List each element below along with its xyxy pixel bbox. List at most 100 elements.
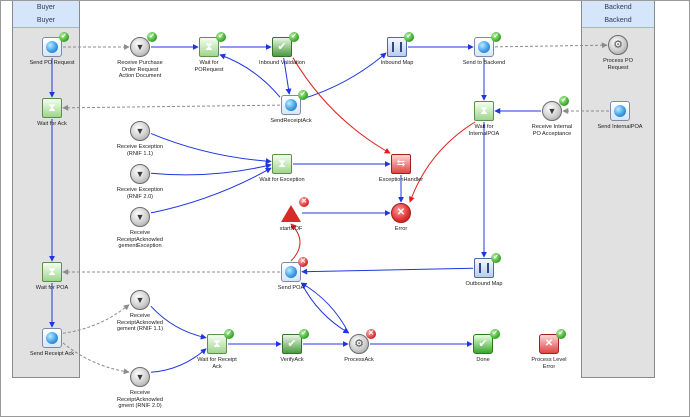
node-wait-for-poa[interactable]: Wait for POA <box>11 262 93 292</box>
map-icon <box>387 32 414 57</box>
node-label: Process Level Error <box>531 357 567 370</box>
status-ok-icon <box>147 32 157 42</box>
node-inbound-map[interactable]: Inbound Map <box>356 32 438 67</box>
status-error-icon <box>366 329 376 339</box>
node-label: Receive ReceiptAcknowled gment (RNIF 2.0… <box>116 390 164 409</box>
send-icon <box>42 328 62 348</box>
receive-icon <box>130 32 157 57</box>
send-icon <box>610 101 630 121</box>
status-ok-icon <box>216 32 226 42</box>
node-wait-for-exception[interactable]: Wait for Exception <box>241 154 323 184</box>
node-exception-handler[interactable]: ExceptionHandler <box>360 154 442 184</box>
status-ok-icon <box>299 329 309 339</box>
connector-receive_receipt_ack_20-to-wait_for_receipt_ack <box>150 348 207 373</box>
warning-icon <box>281 197 309 223</box>
node-receive-receipt-ack-exception[interactable]: Receive ReceiptAcknowled gementException <box>99 207 181 250</box>
node-label: Send InternalPOA <box>597 124 643 130</box>
node-error[interactable]: Error <box>360 203 442 233</box>
node-send-receipt-ack-mid[interactable]: SendReceiptAck <box>250 90 332 125</box>
node-send-poa[interactable]: Send POA <box>250 257 332 292</box>
node-label: Inbound Validation <box>259 60 305 66</box>
node-label: Wait for POA <box>35 285 69 291</box>
connector-send_poa-to-process_ack <box>300 282 350 334</box>
backend-lane: Backend Backend <box>581 0 655 378</box>
connector-outbound_map-to-send_poa <box>301 267 474 275</box>
status-ok-icon <box>298 90 308 100</box>
node-label: Receive ReceiptAcknowled gement (RNIF 1.… <box>116 313 164 332</box>
node-process-ack[interactable]: ProcessAck <box>318 329 400 364</box>
node-label: ExceptionHandler <box>378 177 424 183</box>
node-start-nof[interactable]: startNOF <box>250 197 332 233</box>
done-icon <box>473 329 500 354</box>
node-receive-internal-poa-acceptance[interactable]: Receive Internal PO Acceptance <box>511 96 593 137</box>
node-send-to-backend[interactable]: Send to Backend <box>443 32 525 67</box>
node-verify-ack[interactable]: VerifyAck <box>251 329 333 364</box>
connector-receive_receipt_ack_exception-to-wait_for_exception <box>150 167 272 214</box>
node-label: Receive ReceiptAcknowled gementException <box>116 230 164 249</box>
receive-icon <box>130 290 150 310</box>
hourglass-icon <box>42 98 62 118</box>
node-receive-exception-20[interactable]: Receive Exception (RNIF 2.0) <box>99 164 181 200</box>
status-ok-icon <box>404 32 414 42</box>
node-wait-for-receipt-ack[interactable]: Wait for Receipt Ack <box>176 329 258 370</box>
node-outbound-map[interactable]: Outbound Map <box>443 253 525 288</box>
node-wait-for-porequest[interactable]: Wait for PORequest <box>168 32 250 73</box>
node-send-internalpoa[interactable]: Send InternalPOA <box>579 101 661 131</box>
buyer-lane-subheader: Buyer <box>13 14 79 28</box>
node-process-level-error[interactable]: Process Level Error <box>508 329 590 370</box>
node-label: Send POA <box>277 285 305 291</box>
status-ok-icon <box>556 329 566 339</box>
node-inbound-validation[interactable]: Inbound Validation <box>241 32 323 67</box>
connector-receive_receipt_ack_11-to-wait_for_receipt_ack <box>150 305 207 340</box>
node-receive-exception-11[interactable]: Receive Exception (RNIF 1.1) <box>99 121 181 157</box>
node-label: Wait for Exception <box>259 177 305 183</box>
node-process-po-request[interactable]: Process PO Request <box>577 35 659 71</box>
send-icon <box>281 257 308 282</box>
error-icon <box>539 329 566 354</box>
status-ok-icon <box>491 253 501 263</box>
node-label: Receive Exception (RNIF 1.1) <box>116 144 164 157</box>
hourglass-icon <box>42 262 62 282</box>
node-label: Process PO Request <box>603 58 633 71</box>
node-label: Send Receipt Ack <box>29 351 75 357</box>
hourglass-icon <box>272 154 292 174</box>
receive-icon <box>130 367 150 387</box>
receive-icon <box>130 121 150 141</box>
node-done[interactable]: Done <box>442 329 524 364</box>
connector-send_to_backend-to-process_po_request <box>494 42 608 49</box>
connector-send_receipt_ack_mid-to-inbound_map <box>301 52 387 100</box>
node-wait-for-internalpoa[interactable]: Wait for InternalPOA <box>443 101 525 137</box>
node-send-po-request[interactable]: Send PO Request <box>11 32 93 67</box>
node-label: Receive Exception (RNIF 2.0) <box>116 187 164 200</box>
status-ok-icon <box>289 32 299 42</box>
node-label: Wait for Receipt Ack <box>197 357 237 370</box>
node-label: Send PO Request <box>29 60 75 66</box>
send-icon <box>42 32 69 57</box>
node-wait-for-ack[interactable]: Wait for Ack <box>11 98 93 128</box>
status-ok-icon <box>224 329 234 339</box>
send-icon <box>474 32 501 57</box>
connector-process_ack-to-send_poa <box>300 282 350 334</box>
node-label: Send to Backend <box>462 60 506 66</box>
node-label: Wait for PORequest <box>194 60 224 73</box>
connector-send_poa-to-start_nof <box>290 223 301 262</box>
hourglass-icon <box>207 329 234 354</box>
node-send-receipt-ack[interactable]: Send Receipt Ack <box>11 328 93 358</box>
connector-inbound_validation-to-exception_handler <box>292 57 391 154</box>
hourglass-icon <box>474 101 494 121</box>
node-label: ProcessAck <box>344 357 374 363</box>
status-ok-icon <box>490 329 500 339</box>
node-label: Error <box>394 226 408 232</box>
connector-inbound_validation-to-send_receipt_ack_mid <box>283 57 292 95</box>
node-label: Done <box>476 357 490 363</box>
connector-send_receipt_ack_mid-to-wait_for_porequest <box>219 53 281 98</box>
node-receive-receipt-ack-11[interactable]: Receive ReceiptAcknowled gement (RNIF 1.… <box>99 290 181 333</box>
node-receive-po-request-action[interactable]: Receive Purchase Order Request Action Do… <box>99 32 181 80</box>
node-label: Receive Purchase Order Request Action Do… <box>117 60 163 79</box>
exception-handler-icon <box>391 154 411 174</box>
node-label: Receive Internal PO Acceptance <box>531 124 573 137</box>
gear-icon <box>608 35 628 55</box>
node-receive-receipt-ack-20[interactable]: Receive ReceiptAcknowled gment (RNIF 2.0… <box>99 367 181 410</box>
status-ok-icon <box>59 32 69 42</box>
